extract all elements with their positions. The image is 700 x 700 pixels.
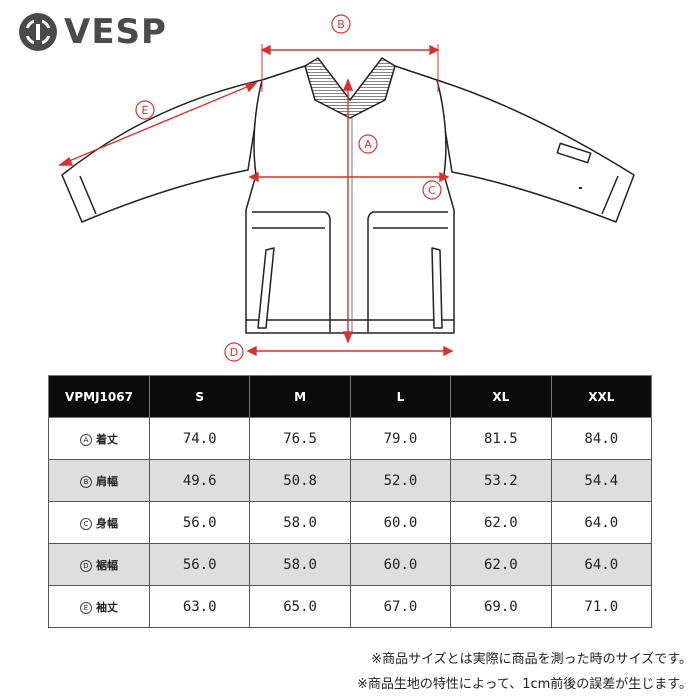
brand-name: VESP (64, 12, 167, 52)
label-d-circle (224, 342, 244, 362)
table-cell: 84.0 (550, 417, 653, 460)
table-cell: 63.0 (148, 585, 251, 628)
label-a-circle (358, 134, 378, 154)
table-cell: 81.5 (450, 417, 552, 460)
label-b-circle (331, 14, 351, 34)
label-a: A (364, 138, 372, 151)
table-cell: 49.6 (148, 459, 251, 502)
left-pocket (257, 247, 275, 329)
table-cell: 54.4 (550, 459, 653, 502)
label-e-circle (135, 100, 155, 120)
left-sleeve (61, 79, 263, 223)
table-cell: 62.0 (450, 543, 552, 586)
size-header: M (249, 375, 351, 418)
size-header: XL (450, 375, 552, 418)
size-header: L (349, 375, 452, 418)
table-cell: 71.0 (550, 585, 653, 628)
label-b: B (337, 18, 345, 31)
jacket-measurement-diagram: B A C D E (57, 14, 635, 362)
right-sleeve (436, 79, 635, 223)
table-cell: 65.0 (249, 585, 351, 628)
tolerance-note: ※商品生地の特性によって、1cm前後の誤差が生じます。 (357, 677, 692, 692)
right-pocket (431, 247, 443, 329)
size-header: S (148, 375, 251, 418)
label-c: C (428, 184, 436, 197)
table-cell: 62.0 (450, 501, 552, 544)
size-note: ※商品サイズとは実際に商品を測った時のサイズです。 (371, 652, 692, 667)
table-cell: 56.0 (148, 501, 251, 544)
table-cell: 67.0 (349, 585, 452, 628)
table-cell: 79.0 (349, 417, 452, 460)
table-cell: 53.2 (450, 459, 552, 502)
table-cell: 69.0 (450, 585, 552, 628)
ribbed-collar (304, 57, 396, 119)
label-e: E (142, 104, 149, 117)
table-cell: 76.5 (249, 417, 351, 460)
label-d: D (230, 346, 238, 359)
table-cell: 64.0 (550, 543, 653, 586)
size-header: XXL (550, 375, 653, 418)
table-header-row: VPMJ1067 S M L XL XXL (48, 375, 653, 418)
model-number: VPMJ1067 (48, 375, 150, 418)
table-cell: 58.0 (249, 543, 351, 586)
brand-logo: VESP (18, 10, 167, 54)
table-cell: 58.0 (249, 501, 351, 544)
vesp-emblem-icon (19, 13, 57, 51)
label-c-circle (422, 180, 442, 200)
table-cell: 60.0 (349, 543, 452, 586)
table-cell: 64.0 (550, 501, 653, 544)
table-cell: 52.0 (349, 459, 452, 502)
table-cell: 74.0 (148, 417, 251, 460)
table-cell: 60.0 (349, 501, 452, 544)
sleeve-badge (556, 142, 592, 164)
table-cell: 56.0 (148, 543, 251, 586)
table-cell: 50.8 (249, 459, 351, 502)
measurement-lines (57, 44, 454, 357)
jacket-outline (61, 57, 635, 334)
